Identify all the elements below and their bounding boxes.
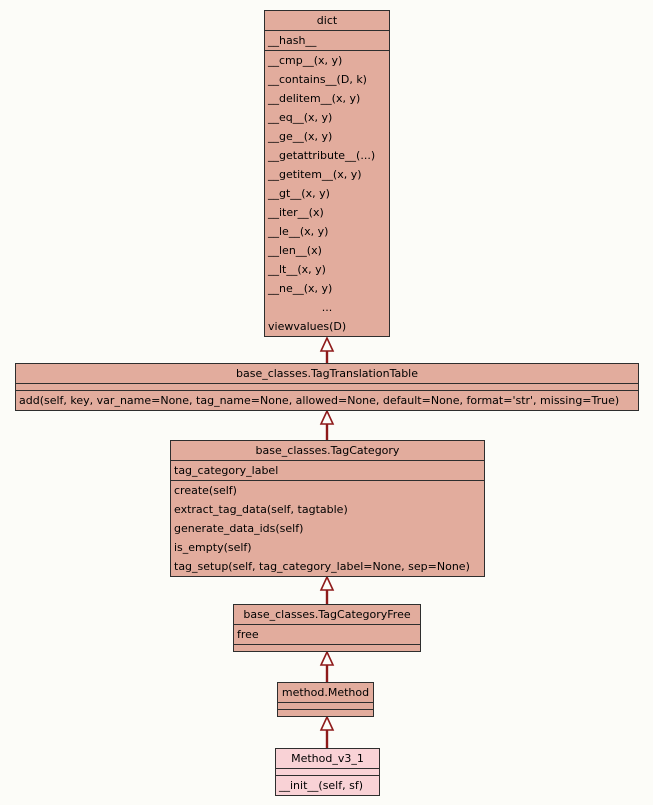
attributes-compartment: __hash__ (265, 30, 389, 50)
methods-compartment: add(self, key, var_name=None, tag_name=N… (16, 390, 638, 410)
class-title: Method_v3_1 (291, 752, 364, 765)
methods-compartment: create(self) extract_tag_data(self, tagta… (171, 480, 484, 576)
member: __gt__(x, y) (268, 187, 330, 200)
class-box-tag-category[interactable]: base_classes.TagCategory tag_category_la… (170, 440, 485, 577)
member: is_empty(self) (174, 541, 252, 554)
attributes-compartment (16, 383, 638, 390)
member: create(self) (174, 484, 237, 497)
member: __le__(x, y) (268, 225, 329, 238)
methods-compartment (278, 709, 373, 716)
member: __ne__(x, y) (268, 282, 333, 295)
member: tag_category_label (174, 464, 279, 477)
attributes-compartment (276, 768, 379, 775)
class-title: base_classes.TagCategory (255, 444, 400, 457)
member: __hash__ (268, 34, 317, 47)
member: __eq__(x, y) (268, 111, 333, 124)
attributes-compartment: free (234, 624, 420, 644)
member: __getitem__(x, y) (268, 168, 362, 181)
methods-compartment (234, 644, 420, 651)
member: extract_tag_data(self, tagtable) (174, 503, 348, 516)
member: __len__(x) (268, 244, 322, 257)
methods-compartment: __cmp__(x, y) __contains__(D, k) __delitem… (265, 50, 389, 336)
class-title: base_classes.TagTranslationTable (235, 367, 419, 380)
class-title: base_classes.TagCategoryFree (243, 608, 411, 621)
member: viewvalues(D) (268, 320, 347, 333)
inheritance-arrow (319, 575, 335, 604)
class-box-method[interactable]: method.Method (277, 682, 374, 717)
member: __cmp__(x, y) (268, 54, 343, 67)
class-title: method.Method (281, 686, 370, 699)
member: ... (321, 301, 333, 314)
member: __init__(self, sf) (279, 779, 364, 792)
class-box-tag-translation-table[interactable]: base_classes.TagTranslationTable add(sel… (15, 363, 639, 411)
member: free (237, 628, 259, 641)
member: __iter__(x) (268, 206, 324, 219)
member: generate_data_ids(self) (174, 522, 304, 535)
attributes-compartment: tag_category_label (171, 460, 484, 480)
member: __ge__(x, y) (268, 130, 333, 143)
class-box-method-v3-1[interactable]: Method_v3_1 __init__(self, sf) (275, 748, 380, 796)
member: add(self, key, var_name=None, tag_name=N… (19, 394, 620, 407)
member: __contains__(D, k) (268, 73, 367, 86)
inheritance-arrow (319, 650, 335, 682)
class-box-dict[interactable]: dict __hash__ __cmp__(x, y) __contains__(… (264, 10, 390, 337)
inheritance-arrow (319, 336, 335, 363)
class-box-tag-category-free[interactable]: base_classes.TagCategoryFree free (233, 604, 421, 652)
member: __getattribute__(...) (268, 149, 376, 162)
attributes-compartment (278, 702, 373, 709)
inheritance-arrow (319, 715, 335, 748)
member: __delitem__(x, y) (268, 92, 361, 105)
class-title: dict (316, 14, 338, 27)
member: __lt__(x, y) (268, 263, 326, 276)
member: tag_setup(self, tag_category_label=None,… (174, 560, 470, 573)
inheritance-arrow (319, 409, 335, 440)
methods-compartment: __init__(self, sf) (276, 775, 379, 795)
